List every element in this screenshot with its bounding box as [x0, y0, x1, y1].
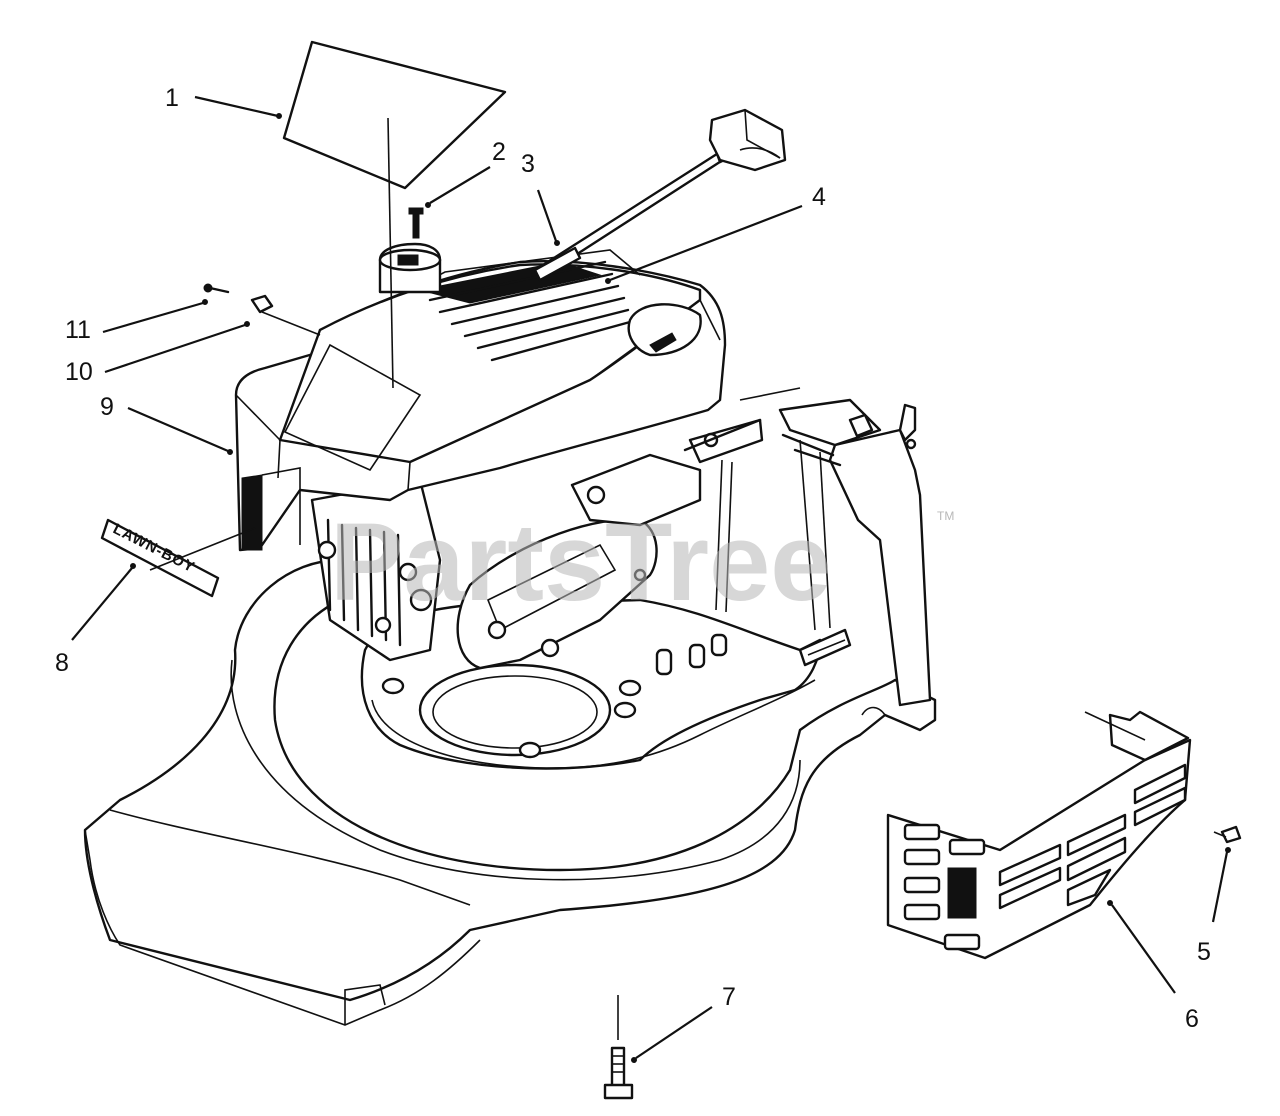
callout-6: 6 — [1185, 1005, 1199, 1033]
callout-8: 8 — [55, 649, 69, 677]
callout-5: 5 — [1197, 938, 1211, 966]
shroud-vent-grill — [419, 249, 641, 362]
part-discharge-guard — [886, 710, 1192, 960]
part-bolt — [603, 995, 634, 1100]
callout-3: 3 — [521, 150, 535, 178]
engine-shroud — [234, 242, 727, 552]
callout-9: 9 — [100, 393, 114, 421]
callout-10: 10 — [65, 358, 93, 386]
part-decal — [282, 40, 507, 389]
part-screw — [408, 207, 424, 239]
callout-2: 2 — [492, 138, 506, 166]
throttle-cable-assembly — [530, 108, 787, 452]
mount-bolt-bosses — [381, 633, 728, 759]
watermark: PartsTree TM — [330, 501, 954, 624]
guard-slots — [903, 763, 1187, 951]
callout-1: 1 — [165, 84, 179, 112]
rear-frame — [715, 387, 932, 707]
callout-4: 4 — [812, 183, 826, 211]
part-small-screw — [203, 283, 321, 336]
watermark-text: PartsTree — [330, 501, 831, 624]
callout-11: 11 — [65, 316, 91, 344]
mower-deck — [83, 558, 937, 1026]
cylinder-fins — [326, 518, 402, 647]
callout-labels: 1 2 3 4 5 6 7 8 9 10 11 — [55, 84, 1211, 1033]
part-badge: LAWN-BOY — [100, 518, 256, 598]
callout-7: 7 — [722, 983, 736, 1011]
part-guard-screw — [1213, 825, 1242, 844]
engine-block — [310, 418, 764, 670]
watermark-trademark: TM — [937, 509, 954, 523]
callout-leaders — [71, 95, 1231, 1063]
